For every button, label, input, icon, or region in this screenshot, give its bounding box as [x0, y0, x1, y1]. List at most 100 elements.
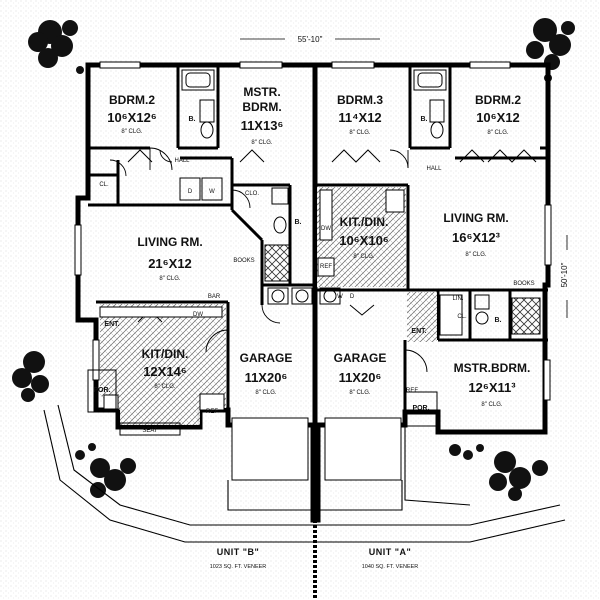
a-porch — [404, 391, 438, 427]
a-living-clg: 8" CLG. — [465, 252, 486, 258]
a-ref-label: REF — [320, 264, 332, 270]
a-garage-clg: 8" CLG. — [349, 390, 370, 396]
counters — [99, 189, 463, 411]
a-living-name: LIVING RM. — [443, 211, 508, 225]
room-b-master: MSTR. BDRM. 11X13⁶ 8" CLG. — [241, 85, 284, 146]
a-entry-tile — [407, 292, 437, 342]
a-garage-name: GARAGE — [334, 351, 387, 365]
b-dryer-label: D — [188, 189, 193, 195]
a-kitdin-name: KIT./DIN. — [340, 215, 389, 229]
b-bath-label: B. — [189, 116, 196, 123]
room-b-garage: GARAGE 11X20⁶ 8" CLG. — [240, 351, 293, 396]
b-mstr-dim: 11X13⁶ — [241, 118, 284, 133]
b-bar-label: BAR — [208, 294, 221, 300]
tree-bottom-left-icon — [90, 458, 136, 498]
b-closet-hatch — [264, 244, 290, 282]
room-b-living: LIVING RM. 21⁶X12 8" CLG. — [137, 235, 202, 282]
room-a-living: LIVING RM. 16⁶X12³ 8" CLG. — [443, 211, 508, 258]
a-bath-label: B. — [421, 116, 428, 123]
garage-doors — [231, 417, 402, 481]
a-bdrm3-dim: 11⁴X12 — [338, 110, 381, 125]
a-bdrm2-name: BDRM.2 — [475, 93, 521, 107]
bath-fixtures — [181, 69, 490, 325]
a-por-label: POR. — [412, 405, 429, 412]
a-bdrm2-dim: 10⁶X12 — [476, 110, 520, 125]
b-bdrm2-clg: 8" CLG. — [121, 129, 142, 135]
room-b-bdrm2: BDRM.2 10⁶X12⁶ 8" CLG. — [107, 93, 157, 135]
b-living-clg: 8" CLG. — [159, 276, 180, 282]
a-garage-dim: 11X20⁶ — [339, 370, 382, 385]
b-garage-name: GARAGE — [240, 351, 293, 365]
unit-a-name: UNIT "A" — [369, 547, 412, 557]
b-garage-door[interactable] — [231, 417, 309, 481]
a-dryer-label: D — [350, 294, 355, 300]
a-kitdin-dim: 10⁶X10⁶ — [339, 233, 389, 248]
b-kitdin-name: KIT/DIN. — [142, 347, 189, 361]
b-mstr-name-2: BDRM. — [242, 100, 281, 114]
a-lin-label: LIN. — [452, 296, 463, 302]
b-seat-label: SEAT — [142, 428, 158, 434]
b-bdrm2-name: BDRM.2 — [109, 93, 155, 107]
b-garage-dim: 11X20⁶ — [245, 370, 288, 385]
room-b-kitdin: KIT/DIN. 12X14⁶ 8" CLG. — [142, 347, 189, 390]
a-ref2-label: REF — [406, 388, 418, 394]
room-a-master: MSTR.BDRM. 12⁶X11³ 8" CLG. — [454, 361, 531, 408]
b-kitdin-clg: 8" CLG. — [154, 384, 175, 390]
overall-depth-label: 50'-10" — [560, 262, 569, 287]
tree-bottom-right-icon — [489, 451, 548, 501]
room-a-bdrm2: BDRM.2 10⁶X12 8" CLG. — [475, 93, 521, 136]
b-bdrm2-dim: 10⁶X12⁶ — [107, 110, 157, 125]
overall-width-dimension: 55'-10" — [240, 35, 380, 44]
a-bdrm3-clg: 8" CLG. — [349, 130, 370, 136]
unit-b-sqft: 1023 SQ. FT. VENEER — [210, 564, 267, 570]
b-living-dim: 21⁶X12 — [148, 256, 192, 271]
room-a-kitdin: KIT./DIN. 10⁶X10⁶ 8" CLG. — [339, 215, 389, 260]
utility-fixtures — [179, 177, 341, 305]
room-a-garage: GARAGE 11X20⁶ 8" CLG. — [334, 351, 387, 396]
a-cl-label: CL. — [457, 314, 467, 320]
tree-top-left-icon — [28, 20, 78, 68]
unit-a-small-labels: B. HALL DW REF W D BOOKS LIN. CL. B. ENT… — [320, 116, 535, 412]
windows — [74, 61, 552, 401]
a-bath2-label: B. — [495, 317, 502, 324]
a-dw-label: DW — [321, 226, 331, 232]
b-mstr-clg: 8" CLG. — [251, 140, 272, 146]
a-bdrm2-clg: 8" CLG. — [487, 130, 508, 136]
b-porch — [87, 369, 181, 436]
a-kitdin-clg: 8" CLG. — [353, 254, 374, 260]
trees — [12, 18, 575, 501]
b-living-name: LIVING RM. — [137, 235, 202, 249]
b-washer-label: W — [209, 189, 215, 195]
b-por-label: POR. — [93, 387, 110, 394]
a-mstr-dim: 12⁶X11³ — [468, 380, 516, 395]
b-kitdin-dim: 12X14⁶ — [143, 364, 187, 379]
unit-b-caption: UNIT "B" 1023 SQ. FT. VENEER — [210, 547, 267, 570]
b-books-label: BOOKS — [233, 258, 254, 264]
a-mstr-name: MSTR.BDRM. — [454, 361, 531, 375]
a-garage-door[interactable] — [324, 417, 402, 481]
tree-left-icon — [12, 351, 49, 402]
b-garage-clg: 8" CLG. — [255, 390, 276, 396]
room-a-bdrm3: BDRM.3 11⁴X12 8" CLG. — [337, 93, 383, 136]
b-mstr-name-1: MSTR. — [243, 85, 280, 99]
unit-b-name: UNIT "B" — [217, 547, 260, 557]
a-hall-label: HALL — [426, 166, 442, 172]
a-bdrm3-name: BDRM.3 — [337, 93, 383, 107]
overall-depth-dimension: 50'-10" — [560, 235, 569, 318]
unit-a-sqft: 1040 SQ. FT. VENEER — [362, 564, 419, 570]
b-clo-label: CLO. — [245, 191, 259, 197]
a-living-dim: 16⁶X12³ — [452, 230, 501, 245]
unit-b-small-labels: B. HALL CL. D W CLO. B. BOOKS BAR DW ENT… — [93, 116, 301, 434]
unit-a-caption: UNIT "A" 1040 SQ. FT. VENEER — [362, 547, 419, 570]
b-bath2-label: B. — [295, 219, 302, 226]
b-cl-label: CL. — [99, 182, 109, 188]
b-ent-label: ENT. — [104, 321, 119, 328]
tree-top-right-icon — [526, 18, 575, 70]
b-ref-label: REF — [206, 409, 218, 415]
door-chevrons — [127, 149, 537, 323]
a-mstr-clg: 8" CLG. — [481, 402, 502, 408]
a-ent-label: ENT. — [411, 328, 426, 335]
door-swings — [109, 147, 428, 373]
